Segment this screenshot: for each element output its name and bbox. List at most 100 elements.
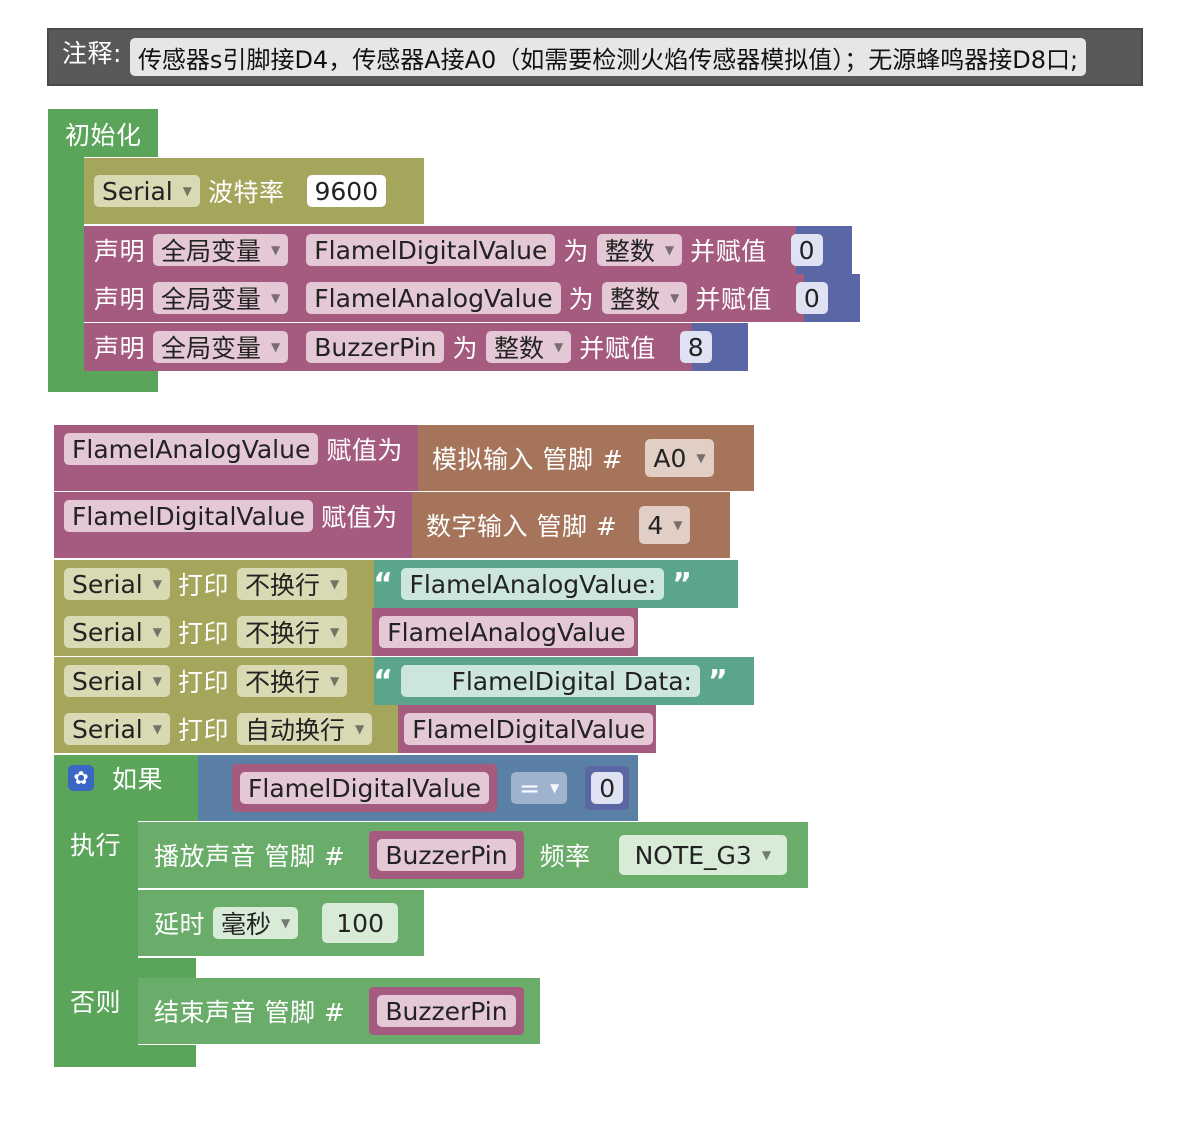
- assign-label: 赋值为: [326, 436, 403, 465]
- assign-label: 并赋值: [695, 285, 772, 314]
- chevron-down-icon: ▼: [664, 243, 675, 257]
- comment-text[interactable]: 传感器s引脚接D4，传感器A接A0（如需要检测火焰传感器模拟值）；无源蜂鸣器接D…: [129, 38, 1087, 76]
- else-row: 否则: [60, 983, 121, 1019]
- quote-open-icon: “: [373, 663, 394, 699]
- comment-label: 注释:: [62, 39, 122, 68]
- declare-row-1: 声明 全局变量▼ FlamelDigitalValue 为 整数▼ 并赋值 0: [84, 226, 823, 274]
- chevron-down-icon: ▼: [271, 243, 281, 257]
- do-row: 执行: [60, 826, 121, 862]
- newline-dropdown[interactable]: 不换行 ▼: [237, 665, 348, 697]
- newline-dropdown[interactable]: 自动换行▼: [237, 713, 373, 745]
- serial-port-dropdown[interactable]: Serial ▼: [64, 568, 170, 600]
- scope-dropdown[interactable]: 全局变量▼: [153, 234, 289, 266]
- serial-port-dropdown[interactable]: Serial▼: [94, 175, 200, 207]
- scope-value: 全局变量: [161, 334, 262, 363]
- do-label: 执行: [70, 831, 122, 860]
- scope-dropdown[interactable]: 全局变量 ▼: [153, 282, 289, 314]
- digital-var-field[interactable]: FlamelDigitalValue: [64, 500, 314, 532]
- print-row-2: Serial▼ 打印 不换行▼ FlamelAnalogValue: [54, 608, 634, 656]
- delay-label: 延时: [154, 910, 206, 939]
- tone-pin-block[interactable]: BuzzerPin: [369, 831, 524, 879]
- gear-icon[interactable]: ✿: [68, 765, 94, 791]
- digital-read-label: 数字输入 管脚 #: [426, 512, 618, 541]
- chevron-down-icon: ▼: [670, 291, 680, 305]
- value-input[interactable]: 8: [679, 331, 712, 363]
- tone-pin-field[interactable]: BuzzerPin: [377, 839, 516, 871]
- newline-value: 自动换行: [245, 716, 346, 745]
- var-field[interactable]: FlamelDigitalValue: [404, 713, 654, 745]
- chevron-down-icon: ▼: [696, 451, 706, 465]
- serial-port-dropdown[interactable]: Serial▼: [64, 713, 170, 745]
- print-row-1: Serial▼ 打印 不换行▼ “ FlamelAnalogValue: ”: [54, 560, 692, 608]
- delay-row: 延时 毫秒▼ 100: [144, 890, 398, 956]
- cond-value-input[interactable]: 0: [591, 772, 624, 804]
- serial-port-value: Serial: [72, 569, 143, 599]
- chevron-down-icon: ▼: [152, 577, 162, 591]
- setup-block-spine: [48, 150, 84, 376]
- chevron-down-icon: ▼: [152, 722, 162, 736]
- declare-label: 声明: [94, 334, 146, 363]
- digital-read-row: 数字输入 管脚 # 4▼: [416, 492, 691, 558]
- delay-value-input[interactable]: 100: [322, 903, 398, 943]
- chevron-down-icon: ▼: [281, 916, 291, 930]
- setup-title: 初始化: [65, 121, 142, 150]
- text-input[interactable]: FlamelAnalogValue:: [401, 568, 665, 600]
- var-name-field[interactable]: FlamelAnalogValue: [306, 282, 561, 314]
- analog-var-field[interactable]: FlamelAnalogValue: [64, 433, 319, 465]
- var-name-field[interactable]: BuzzerPin: [306, 331, 445, 363]
- delay-unit-dropdown[interactable]: 毫秒▼: [213, 907, 299, 939]
- assign-digital-row: FlamelDigitalValue 赋值为: [54, 492, 398, 540]
- quote-open-icon: “: [373, 566, 394, 602]
- serial-port-value: Serial: [102, 176, 173, 206]
- tone-label: 播放声音 管脚 #: [154, 842, 346, 871]
- notone-pin-field[interactable]: BuzzerPin: [377, 995, 516, 1027]
- setup-title-row: 初始化: [55, 115, 142, 153]
- serial-begin-row: Serial▼ 波特率 9600: [84, 158, 387, 224]
- notone-pin-block[interactable]: BuzzerPin: [369, 987, 524, 1035]
- note-dropdown[interactable]: NOTE_G3▼: [618, 835, 788, 875]
- chevron-down-icon: ▼: [330, 674, 340, 688]
- notone-row: 结束声音 管脚 # BuzzerPin: [144, 978, 524, 1044]
- scope-dropdown[interactable]: 全局变量 ▼: [153, 331, 289, 363]
- var-name-field[interactable]: FlamelDigitalValue: [306, 234, 556, 266]
- value-input[interactable]: 0: [795, 282, 828, 314]
- chevron-down-icon: ▼: [271, 340, 281, 354]
- newline-value: 不换行: [245, 668, 321, 697]
- scope-value: 全局变量: [161, 285, 262, 314]
- value-input[interactable]: 0: [790, 234, 823, 266]
- operator-dropdown[interactable]: =▼: [511, 772, 568, 804]
- if-block-spine: [54, 815, 138, 1065]
- type-dropdown[interactable]: 整数▼: [596, 234, 683, 266]
- analog-pin-value: A0: [653, 443, 687, 473]
- type-dropdown[interactable]: 整数▼: [602, 282, 688, 314]
- chevron-down-icon: ▼: [673, 518, 683, 532]
- newline-dropdown[interactable]: 不换行▼: [237, 568, 348, 600]
- chevron-down-icon: ▼: [271, 291, 281, 305]
- newline-dropdown[interactable]: 不换行▼: [237, 616, 348, 648]
- serial-port-dropdown[interactable]: Serial▼: [64, 665, 170, 697]
- operator-value: =: [519, 773, 541, 803]
- analog-pin-dropdown[interactable]: A0 ▼: [645, 439, 714, 477]
- compare-row: FlamelDigitalValue =▼ 0: [222, 755, 630, 821]
- baud-input[interactable]: 9600: [306, 175, 387, 207]
- serial-port-dropdown[interactable]: Serial▼: [64, 616, 170, 648]
- type-dropdown[interactable]: 整数▼: [486, 331, 572, 363]
- as-label: 为: [452, 334, 478, 363]
- assign-analog-row: FlamelAnalogValue 赋值为: [54, 425, 403, 473]
- cond-var-block[interactable]: FlamelDigitalValue: [232, 764, 498, 812]
- freq-label: 频率: [539, 842, 591, 871]
- if-label: 如果: [112, 765, 164, 794]
- cond-value-block[interactable]: 0: [585, 766, 630, 810]
- text-input[interactable]: FlamelDigital Data:: [401, 665, 700, 697]
- cond-var-field[interactable]: FlamelDigitalValue: [240, 772, 490, 804]
- digital-pin-dropdown[interactable]: 4▼: [639, 506, 691, 544]
- setup-block[interactable]: [48, 109, 158, 157]
- serial-port-value: Serial: [72, 666, 143, 696]
- print-label: 打印: [177, 668, 229, 697]
- note-block[interactable]: NOTE_G3▼: [610, 829, 796, 881]
- chevron-down-icon: ▼: [554, 340, 564, 354]
- print-label: 打印: [177, 571, 229, 600]
- var-field[interactable]: FlamelAnalogValue: [379, 616, 634, 648]
- newline-value: 不换行: [245, 619, 321, 648]
- declare-label: 声明: [94, 237, 146, 266]
